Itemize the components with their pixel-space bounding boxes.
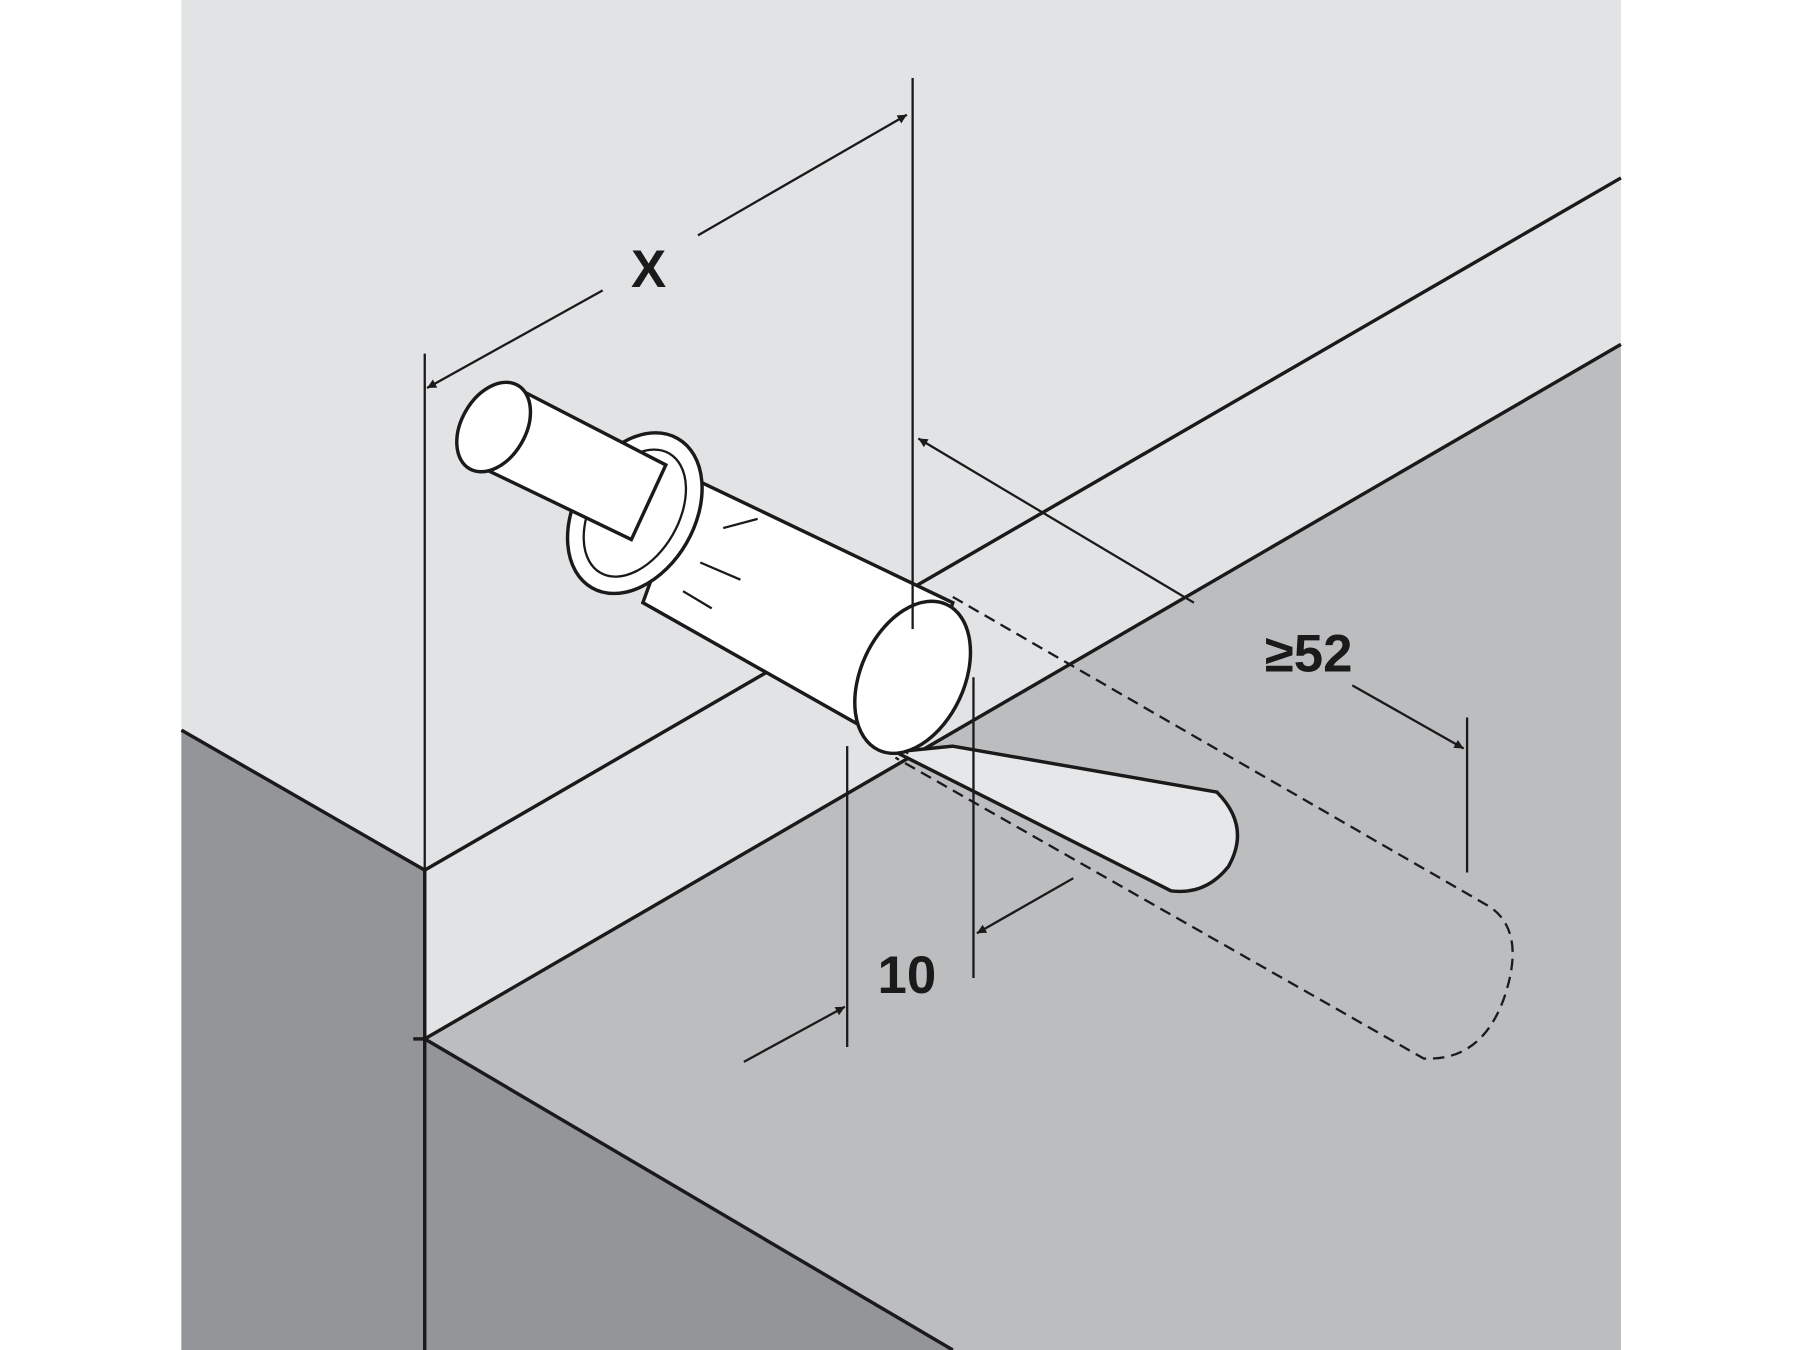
dimension-depth-label: ≥52 (1265, 625, 1353, 684)
board-edges (180, 176, 1622, 1350)
dimension-lines (423, 78, 1469, 1063)
inner-side-surface (424, 344, 1621, 1350)
dimension-x-label: X (631, 240, 666, 299)
push-latch-pin (455, 380, 1240, 894)
left-side-face (181, 730, 425, 1350)
dimension-offset-label: 10 (878, 946, 937, 1005)
